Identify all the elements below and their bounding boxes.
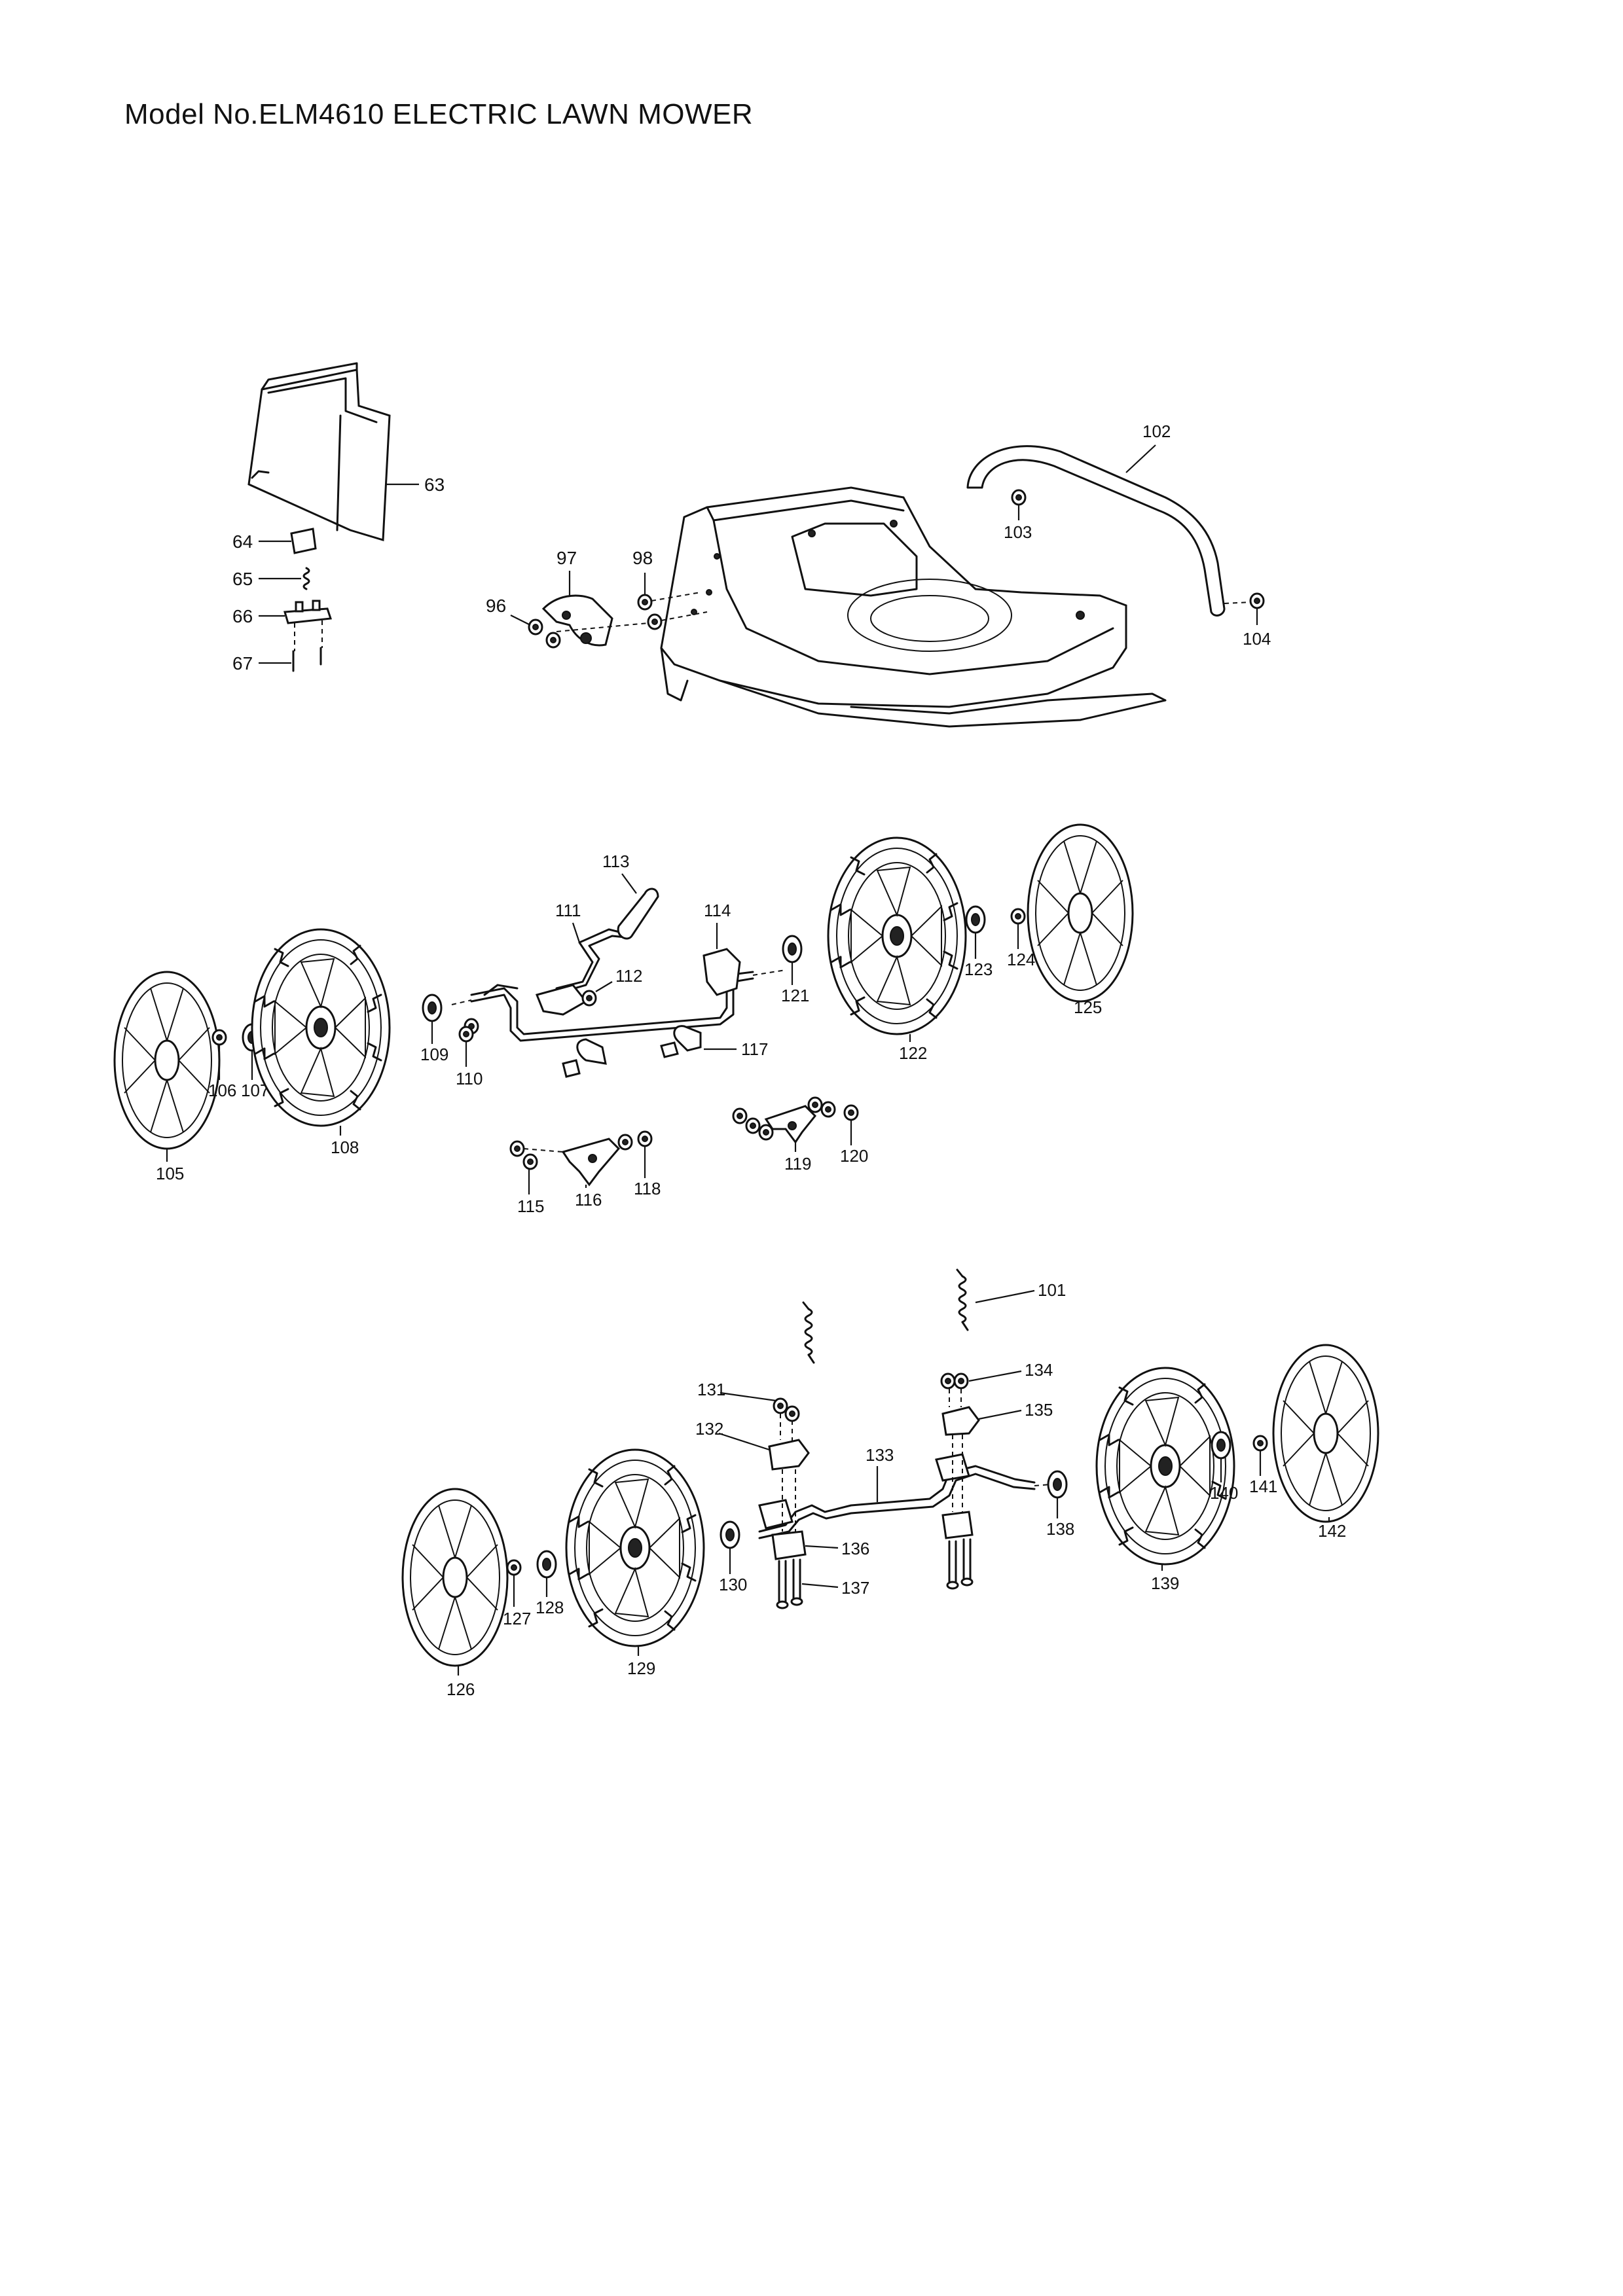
label-120: 120 xyxy=(840,1146,868,1166)
label-127: 127 xyxy=(503,1609,531,1628)
label-66: 66 xyxy=(232,606,253,626)
label-63: 63 xyxy=(424,475,445,495)
label-110: 110 xyxy=(456,1069,483,1088)
label-65: 65 xyxy=(232,569,253,589)
grass-box-cover xyxy=(247,362,391,541)
label-114: 114 xyxy=(704,901,731,920)
label-128: 128 xyxy=(536,1598,564,1617)
label-122: 122 xyxy=(899,1043,927,1063)
label-137: 137 xyxy=(841,1578,869,1598)
label-117: 117 xyxy=(741,1039,768,1059)
label-113: 113 xyxy=(602,852,629,871)
lever-bracket xyxy=(535,984,588,1016)
label-130: 130 xyxy=(719,1575,747,1594)
lever-grip xyxy=(617,888,659,940)
bracket-66 xyxy=(283,600,333,624)
label-103: 103 xyxy=(1004,522,1032,542)
bracket-119 xyxy=(764,1105,817,1144)
label-118: 118 xyxy=(634,1179,661,1198)
label-98: 98 xyxy=(632,548,653,568)
label-64: 64 xyxy=(232,531,253,552)
screws-67 xyxy=(292,620,323,672)
label-124: 124 xyxy=(1007,950,1035,969)
bushings xyxy=(562,1025,702,1078)
label-139: 139 xyxy=(1151,1573,1179,1593)
clamp-135 xyxy=(941,1406,980,1436)
label-111: 111 xyxy=(555,901,581,920)
label-136: 136 xyxy=(841,1539,869,1558)
label-126: 126 xyxy=(447,1679,475,1699)
label-131: 131 xyxy=(697,1380,725,1399)
label-142: 142 xyxy=(1318,1521,1346,1541)
label-67: 67 xyxy=(232,653,253,673)
label-135: 135 xyxy=(1025,1400,1053,1420)
label-115: 115 xyxy=(517,1196,544,1216)
label-106: 106 xyxy=(208,1081,236,1100)
label-141: 141 xyxy=(1249,1477,1277,1496)
mower-deck xyxy=(660,486,1167,728)
small-spring-65 xyxy=(302,567,310,590)
label-132: 132 xyxy=(695,1419,723,1439)
bracket-116 xyxy=(561,1138,621,1187)
clamp-132 xyxy=(768,1439,810,1471)
height-adjuster-plate xyxy=(541,594,613,647)
bolts-137-left xyxy=(776,1558,803,1609)
label-129: 129 xyxy=(627,1659,655,1678)
label-102: 102 xyxy=(1142,422,1171,441)
label-140: 140 xyxy=(1210,1483,1238,1503)
clamp-136-left xyxy=(771,1530,807,1560)
front-axle xyxy=(758,1453,1036,1539)
label-134: 134 xyxy=(1025,1360,1053,1380)
clip-part xyxy=(290,528,317,554)
label-108: 108 xyxy=(331,1138,359,1157)
label-138: 138 xyxy=(1046,1519,1074,1539)
axle-arm xyxy=(702,948,741,996)
label-97: 97 xyxy=(556,548,577,568)
label-112: 112 xyxy=(615,966,642,986)
label-105: 105 xyxy=(156,1164,184,1183)
label-104: 104 xyxy=(1243,629,1271,649)
label-119: 119 xyxy=(784,1154,811,1174)
label-96: 96 xyxy=(486,596,506,616)
bolts-137-right xyxy=(946,1538,974,1590)
label-121: 121 xyxy=(781,986,809,1005)
label-123: 123 xyxy=(964,960,993,979)
label-109: 109 xyxy=(420,1045,448,1064)
handle-bar xyxy=(966,445,1226,617)
page-title: Model No.ELM4610 ELECTRIC LAWN MOWER xyxy=(124,98,754,130)
label-101: 101 xyxy=(1038,1280,1066,1300)
label-116: 116 xyxy=(575,1190,602,1210)
label-125: 125 xyxy=(1074,997,1102,1017)
label-133: 133 xyxy=(866,1445,894,1465)
clamp-136-right xyxy=(941,1511,974,1539)
